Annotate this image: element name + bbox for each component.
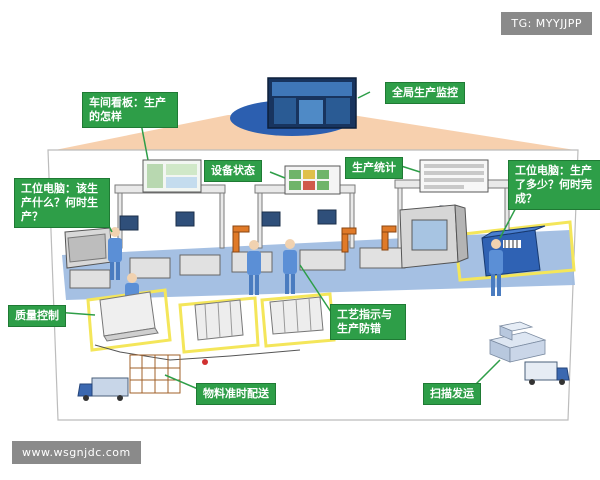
floor-pipe (94, 344, 301, 361)
robot-arms (232, 225, 397, 253)
workers (108, 227, 503, 301)
device-status-label: 设备状态 (204, 160, 262, 182)
kanban-board-left (142, 159, 202, 193)
watermark-bottom: www.wsgnjdc.com (12, 441, 141, 464)
worker-5 (489, 239, 503, 296)
worker-1 (108, 227, 122, 280)
zone-outlines (86, 220, 576, 354)
station-pc-right-label: 工位电脑：生产了多少？何时完成？ (508, 160, 600, 210)
shipping-truck (524, 361, 570, 385)
material-delivery-label: 物料准时配送 (196, 383, 276, 405)
production-stats-label: 生产统计 (345, 157, 403, 179)
process-guidance-label: 工艺指示与生产防错 (330, 304, 406, 340)
scan-shipping-label: 扫描发运 (423, 383, 481, 405)
material-marker (202, 359, 208, 365)
watermark-top: TG: MYYJJPP (501, 12, 592, 35)
control-room-screen (267, 77, 357, 129)
device-status-board (284, 165, 341, 195)
warehouse-boxes (488, 321, 547, 363)
material-rack (129, 354, 181, 394)
worker-4 (283, 239, 297, 294)
pallets (99, 291, 324, 342)
right-cell (399, 204, 469, 269)
production-stats-board (419, 159, 489, 193)
workshop-board-label: 车间看板：生产的怎样 (82, 92, 178, 128)
global-monitor-label: 全局生产监控 (385, 82, 465, 104)
delivery-truck (77, 377, 129, 401)
quality-control-label: 质量控制 (8, 305, 66, 327)
station-pc-left-label: 工位电脑：该生产什么？何时生产？ (14, 178, 110, 228)
worker-3 (247, 240, 261, 295)
left-machine (64, 227, 113, 289)
